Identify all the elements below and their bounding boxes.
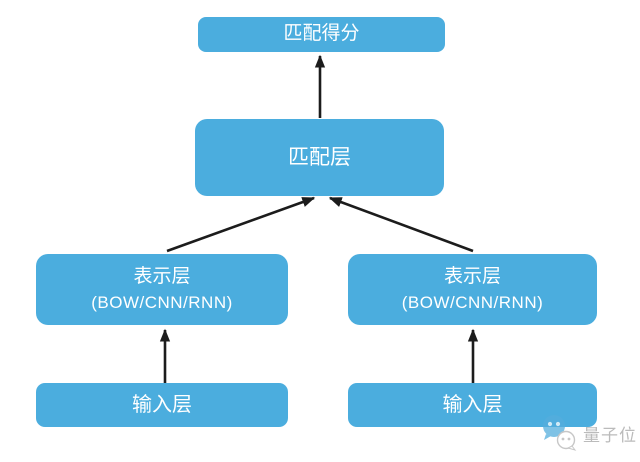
node-representation-left-label: 表示层: [133, 266, 191, 288]
node-representation-left-sublabel: (BOW/CNN/RNN): [91, 292, 233, 312]
node-representation-right-sublabel: (BOW/CNN/RNN): [401, 292, 544, 312]
qbitai-chat-bubbles-icon: [543, 415, 577, 451]
arrow-repr-left-to-match: [166, 196, 316, 253]
node-representation-layer-left: 表示层 (BOW/CNN/RNN): [36, 254, 288, 325]
node-input-right-label: 输入层: [442, 394, 503, 416]
watermark: 量子位: [541, 414, 637, 452]
node-match-score-label: 匹配得分: [283, 23, 360, 45]
node-match-layer-label: 匹配层: [288, 145, 351, 169]
node-input-layer-left: 输入层: [36, 383, 288, 427]
node-representation-layer-right: 表示层 (BOW/CNN/RNN): [348, 254, 597, 325]
node-match-score: 匹配得分: [198, 17, 445, 52]
arrow-repr-right-to-match: [328, 196, 474, 253]
node-input-left-label: 输入层: [132, 394, 192, 416]
watermark-label: 量子位: [583, 425, 637, 445]
node-match-layer: 匹配层: [195, 119, 444, 196]
node-representation-right-label: 表示层: [443, 266, 501, 288]
